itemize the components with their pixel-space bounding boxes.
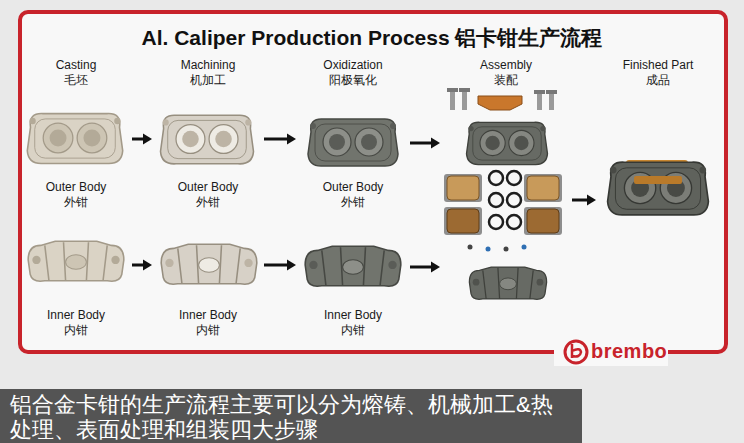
part-photo: Inner Body 内钳 <box>152 228 264 344</box>
caption-text: 铝合金卡钳的生产流程主要可以分为熔铸、机械加工&热处理、表面处理和组装四大步骤 <box>10 392 570 442</box>
stage-header: Casting 毛坯 <box>42 58 110 88</box>
part-photo: Inner Body 内钳 <box>296 228 410 344</box>
arrow-head <box>287 134 296 145</box>
assembly-parts <box>444 88 562 299</box>
arrow-head <box>143 260 152 271</box>
process-arrow <box>410 138 440 149</box>
arrow-shaft <box>410 266 432 269</box>
part-photo: Inner Body 内钳 <box>20 228 132 344</box>
casting-inner <box>28 241 124 281</box>
process-arrow <box>410 262 440 273</box>
arrow-shaft <box>264 264 288 267</box>
process-arrow <box>572 195 596 206</box>
brand-logo: brembo <box>591 339 667 363</box>
diagram-title: Al. Caliper Production Process 铝卡钳生产流程 <box>0 25 744 51</box>
arrow-head <box>587 195 596 206</box>
caption-band <box>0 389 582 443</box>
process-arrow <box>264 260 296 271</box>
process-arrow <box>132 134 152 145</box>
part-photo: Outer Body 外钳 <box>152 100 264 216</box>
oxidized-outer <box>308 119 398 166</box>
arrow-shaft <box>264 138 288 141</box>
process-arrow <box>264 134 296 145</box>
part-label: Inner Body 内钳 <box>166 308 251 338</box>
arrow-head <box>431 138 440 149</box>
part-label: Outer Body 外钳 <box>309 180 397 210</box>
arrow-shaft <box>410 142 432 145</box>
stage-group: Assembly 装配 <box>440 56 572 308</box>
arrow-shaft <box>132 264 144 267</box>
arrow-shaft <box>572 199 588 202</box>
stage-header: Assembly 装配 <box>467 58 546 88</box>
part-photo: Outer Body 外钳 <box>296 100 410 216</box>
part-label: Inner Body 内钳 <box>34 308 119 338</box>
arrow-head <box>431 262 440 273</box>
finished-caliper <box>608 160 709 215</box>
arrow-shaft <box>132 138 144 141</box>
machined-outer <box>161 115 254 164</box>
process-arrow <box>132 260 152 271</box>
part-label: Inner Body 内钳 <box>311 308 396 338</box>
arrow-head <box>287 260 296 271</box>
part-label: Outer Body 外钳 <box>164 180 252 210</box>
oxidized-inner <box>305 246 401 286</box>
stage-header: Oxidization 阳极氧化 <box>298 58 408 88</box>
arrow-head <box>143 134 152 145</box>
board-frame <box>20 12 726 352</box>
stage-header: Machining 机加工 <box>161 58 255 88</box>
part-photo: Outer Body 外钳 <box>20 100 132 216</box>
brembo-mark <box>565 341 587 363</box>
stage-header: Finished Part 成品 <box>609 58 707 88</box>
logo-patch <box>554 338 668 366</box>
part-label: Outer Body 外钳 <box>32 180 120 210</box>
stage-group: Finished Part 成品 <box>596 56 720 236</box>
machined-inner <box>161 244 257 284</box>
casting-outer <box>27 114 122 164</box>
